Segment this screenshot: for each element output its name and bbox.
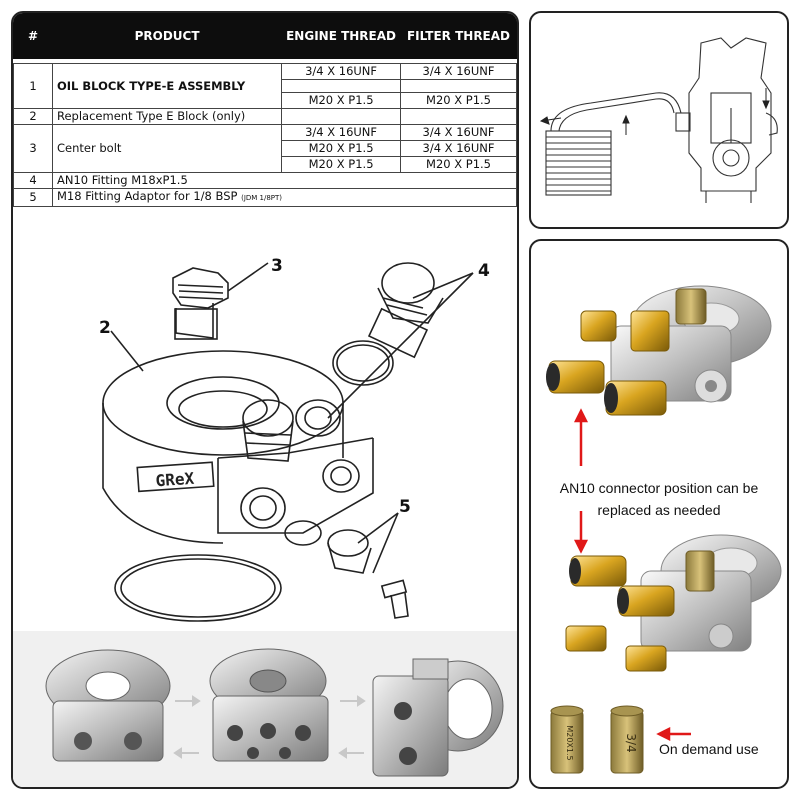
filter-adapter [675, 112, 691, 132]
callout-5: 5 [399, 497, 411, 517]
engine-thread-cell: 3/4 X 16UNF [281, 63, 401, 80]
row-num: 4 [13, 172, 53, 189]
filter-thread-cell [400, 79, 517, 93]
left-panel: # PRODUCT ENGINE THREAD FILTER THREAD 1 … [11, 11, 519, 789]
row-num: 3 [13, 124, 53, 173]
engine-thread-cell [281, 108, 401, 125]
col-header-product: PRODUCT [51, 13, 283, 59]
row-product: AN10 Fitting M18xP1.5 [52, 172, 517, 189]
filter-thread-cell [400, 108, 517, 125]
assembly-photo-top [546, 285, 772, 416]
block-photo-front [209, 648, 329, 762]
demand-caption: On demand use [659, 741, 759, 757]
photo-strip-illustration [45, 648, 504, 777]
product-photo-panel: M20X1.5 3/4 AN10 connector position can … [529, 239, 789, 789]
row-product-note: (JDM 1/8PT) [241, 194, 283, 202]
table-row: 4 AN10 Fitting M18xP1.5 [13, 172, 517, 189]
small-o-ring [284, 520, 322, 546]
callout-4: 4 [478, 261, 490, 281]
row-product-text: M18 Fitting Adaptor for 1/8 BSP [57, 189, 238, 203]
an10-fitting-upper [367, 262, 444, 359]
filter-thread-cell: 3/4 X 16UNF [400, 63, 517, 80]
table-row: 1 OIL BLOCK TYPE-E ASSEMBLY 3/4 X 16UNF … [13, 63, 517, 109]
row-product: Replacement Type E Block (only) [51, 108, 283, 125]
row-num: 2 [13, 108, 53, 125]
spec-table: # PRODUCT ENGINE THREAD FILTER THREAD 1 … [13, 13, 517, 207]
logo-plate [136, 461, 215, 493]
engine-diagram-panel [529, 11, 789, 229]
logo-text: GReX [155, 469, 195, 491]
connector-caption: AN10 connector position can be replaced … [559, 480, 759, 518]
table-row: 5 M18 Fitting Adaptor for 1/8 BSP (JDM 1… [13, 188, 517, 207]
adapter-label-m20: M20X1.5 [565, 725, 574, 760]
upper-o-ring [332, 340, 394, 386]
thread-adapters: M20X1.5 3/4 [550, 705, 644, 774]
center-bolt [172, 267, 229, 340]
col-header-num: # [13, 13, 53, 59]
row-product: Center bolt [51, 124, 283, 173]
an10-fitting-front [242, 399, 294, 462]
engine-diagram [539, 37, 778, 203]
callout-2: 2 [99, 318, 111, 338]
table-row: 3 Center bolt 3/4 X 16UNF 3/4 X 16UNF [13, 124, 517, 173]
row-num: 5 [13, 188, 53, 207]
table-header-row: # PRODUCT ENGINE THREAD FILTER THREAD [13, 13, 517, 59]
col-header-engine: ENGINE THREAD [281, 13, 401, 59]
block-photo-top [45, 649, 171, 762]
adapter-label-34: 3/4 [624, 733, 638, 752]
filter-thread-cell: M20 X P1.5 [400, 156, 517, 173]
bottom-o-ring [114, 554, 282, 622]
engine-thread-cell: M20 X P1.5 [281, 156, 401, 173]
engine-outline [688, 37, 778, 203]
table-row: 2 Replacement Type E Block (only) [13, 108, 517, 125]
col-header-filter: FILTER THREAD [400, 13, 517, 59]
engine-thread-cell: 3/4 X 16UNF [281, 124, 401, 141]
fitting-adaptor [327, 529, 372, 574]
engine-thread-cell: M20 X P1.5 [281, 92, 401, 109]
filter-thread-cell: 3/4 X 16UNF [400, 140, 517, 157]
callout-3: 3 [271, 256, 283, 276]
engine-thread-cell: M20 X P1.5 [281, 140, 401, 157]
engine-thread-cell [281, 79, 401, 93]
filter-thread-cell: 3/4 X 16UNF [400, 124, 517, 141]
oil-cooler [545, 130, 612, 196]
block-photo-side [372, 658, 504, 777]
row-product: M18 Fitting Adaptor for 1/8 BSP (JDM 1/8… [52, 188, 517, 207]
exploded-diagram: GReX [102, 262, 474, 622]
row-product: OIL BLOCK TYPE-E ASSEMBLY [51, 63, 283, 109]
filter-thread-cell: M20 X P1.5 [400, 92, 517, 109]
product-photos: M20X1.5 3/4 [546, 285, 782, 774]
row-num: 1 [13, 63, 53, 109]
assembly-photo-bottom [565, 534, 782, 672]
small-plug [380, 579, 409, 619]
